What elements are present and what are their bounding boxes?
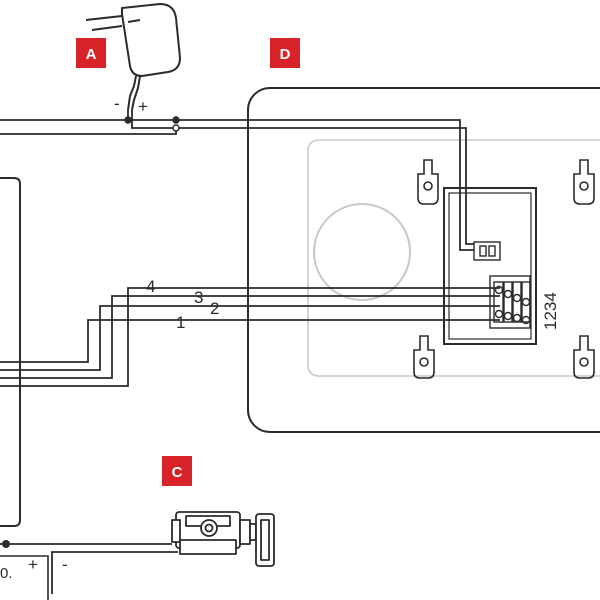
wire-number-3: 3 bbox=[194, 288, 203, 307]
terminal-block bbox=[489, 275, 531, 329]
badge-a: A bbox=[76, 38, 106, 68]
terminal-numbers-label: 1234 bbox=[541, 292, 560, 330]
lock-supply-minus-label: - bbox=[62, 555, 68, 574]
badge-c-label: C bbox=[172, 464, 183, 481]
wire-2 bbox=[0, 305, 500, 371]
wire-1 bbox=[0, 319, 500, 363]
power-connector bbox=[473, 241, 501, 261]
wire-number-1: 1 bbox=[176, 313, 185, 332]
power-plus-label: + bbox=[138, 97, 148, 116]
lock-supply-truncated-label: 0. bbox=[0, 565, 13, 582]
terminal-box bbox=[443, 187, 537, 345]
mount-hook-top-left bbox=[417, 159, 439, 205]
wire-number-2: 2 bbox=[210, 299, 219, 318]
lock-wires bbox=[0, 543, 178, 594]
mount-hook-bottom-left bbox=[413, 335, 435, 379]
power-wires bbox=[0, 110, 474, 251]
power-adapter-icon bbox=[85, 3, 181, 111]
lock-supply: 0. + - bbox=[0, 555, 68, 600]
speaker-grille bbox=[313, 203, 411, 301]
mount-hook-top-right bbox=[573, 159, 595, 205]
lock-supply-plus-label: + bbox=[28, 555, 38, 574]
badge-d-label: D bbox=[280, 46, 291, 63]
wire-4 bbox=[0, 287, 500, 387]
wire-3 bbox=[0, 295, 500, 379]
power-minus-label: - bbox=[114, 94, 120, 113]
signal-wires bbox=[0, 287, 500, 387]
electric-lock-icon bbox=[171, 511, 275, 567]
badge-c: C bbox=[162, 456, 192, 486]
badge-d: D bbox=[270, 38, 300, 68]
outdoor-panel bbox=[0, 177, 21, 527]
badge-a-label: A bbox=[86, 46, 97, 63]
indoor-monitor: 1234 bbox=[247, 87, 600, 433]
mount-hook-bottom-right bbox=[573, 335, 595, 379]
wire-number-4: 4 bbox=[146, 277, 155, 296]
